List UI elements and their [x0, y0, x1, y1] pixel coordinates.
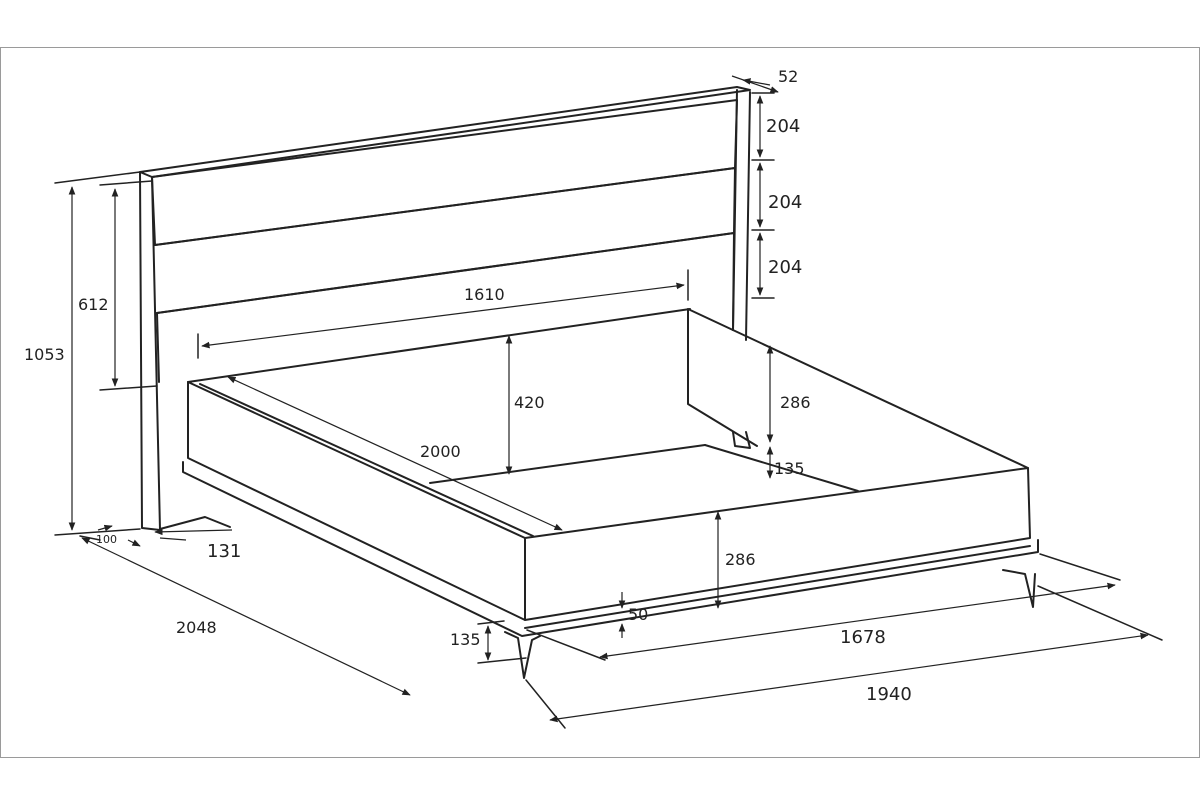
label-total-width: 1940: [866, 684, 912, 705]
label-front-width: 1678: [840, 627, 886, 648]
headboard-top-rail: [139, 86, 751, 178]
front-left-leg: [504, 631, 541, 679]
label-headboard-height: 612: [78, 295, 109, 314]
headboard-panel-mid: [154, 167, 736, 314]
back-left-leg: [159, 516, 231, 530]
headboard-panel-top: [151, 99, 738, 246]
headboard: [139, 86, 751, 531]
dimension-lines: [54, 75, 1163, 729]
label-panel-top: 204: [766, 116, 800, 137]
label-base-thickness: 50: [628, 605, 648, 624]
label-inner-width: 1610: [464, 285, 505, 304]
base-plinth: [182, 461, 1039, 637]
label-inner-length: 2000: [420, 442, 461, 461]
label-headboard-thickness: 52: [778, 67, 798, 86]
front-right-leg: [1002, 569, 1036, 608]
label-panel-bottom: 204: [768, 257, 802, 278]
label-front-rail-height: 286: [725, 550, 756, 569]
front-foot-rail: [524, 467, 1031, 621]
label-total-length: 2048: [176, 618, 217, 637]
label-rail-gap: 135: [774, 459, 805, 478]
headboard-left-post: [139, 171, 161, 531]
label-post-offset: 131: [207, 541, 241, 562]
bed-frame: [159, 308, 1039, 679]
label-leg-height: 135: [450, 630, 481, 649]
label-post-depth: 100: [96, 533, 117, 546]
dimension-labels: 52 204 204 204 612 1053 1610 420 2000 28…: [24, 67, 912, 705]
label-side-rail-height: 286: [780, 393, 811, 412]
diagram-frame: [0, 47, 1200, 758]
label-total-height: 1053: [24, 345, 65, 364]
label-headboard-above-rail: 420: [514, 393, 545, 412]
right-side-rail: [687, 308, 1029, 469]
left-side-rail: [187, 381, 526, 621]
label-panel-mid: 204: [768, 192, 802, 213]
